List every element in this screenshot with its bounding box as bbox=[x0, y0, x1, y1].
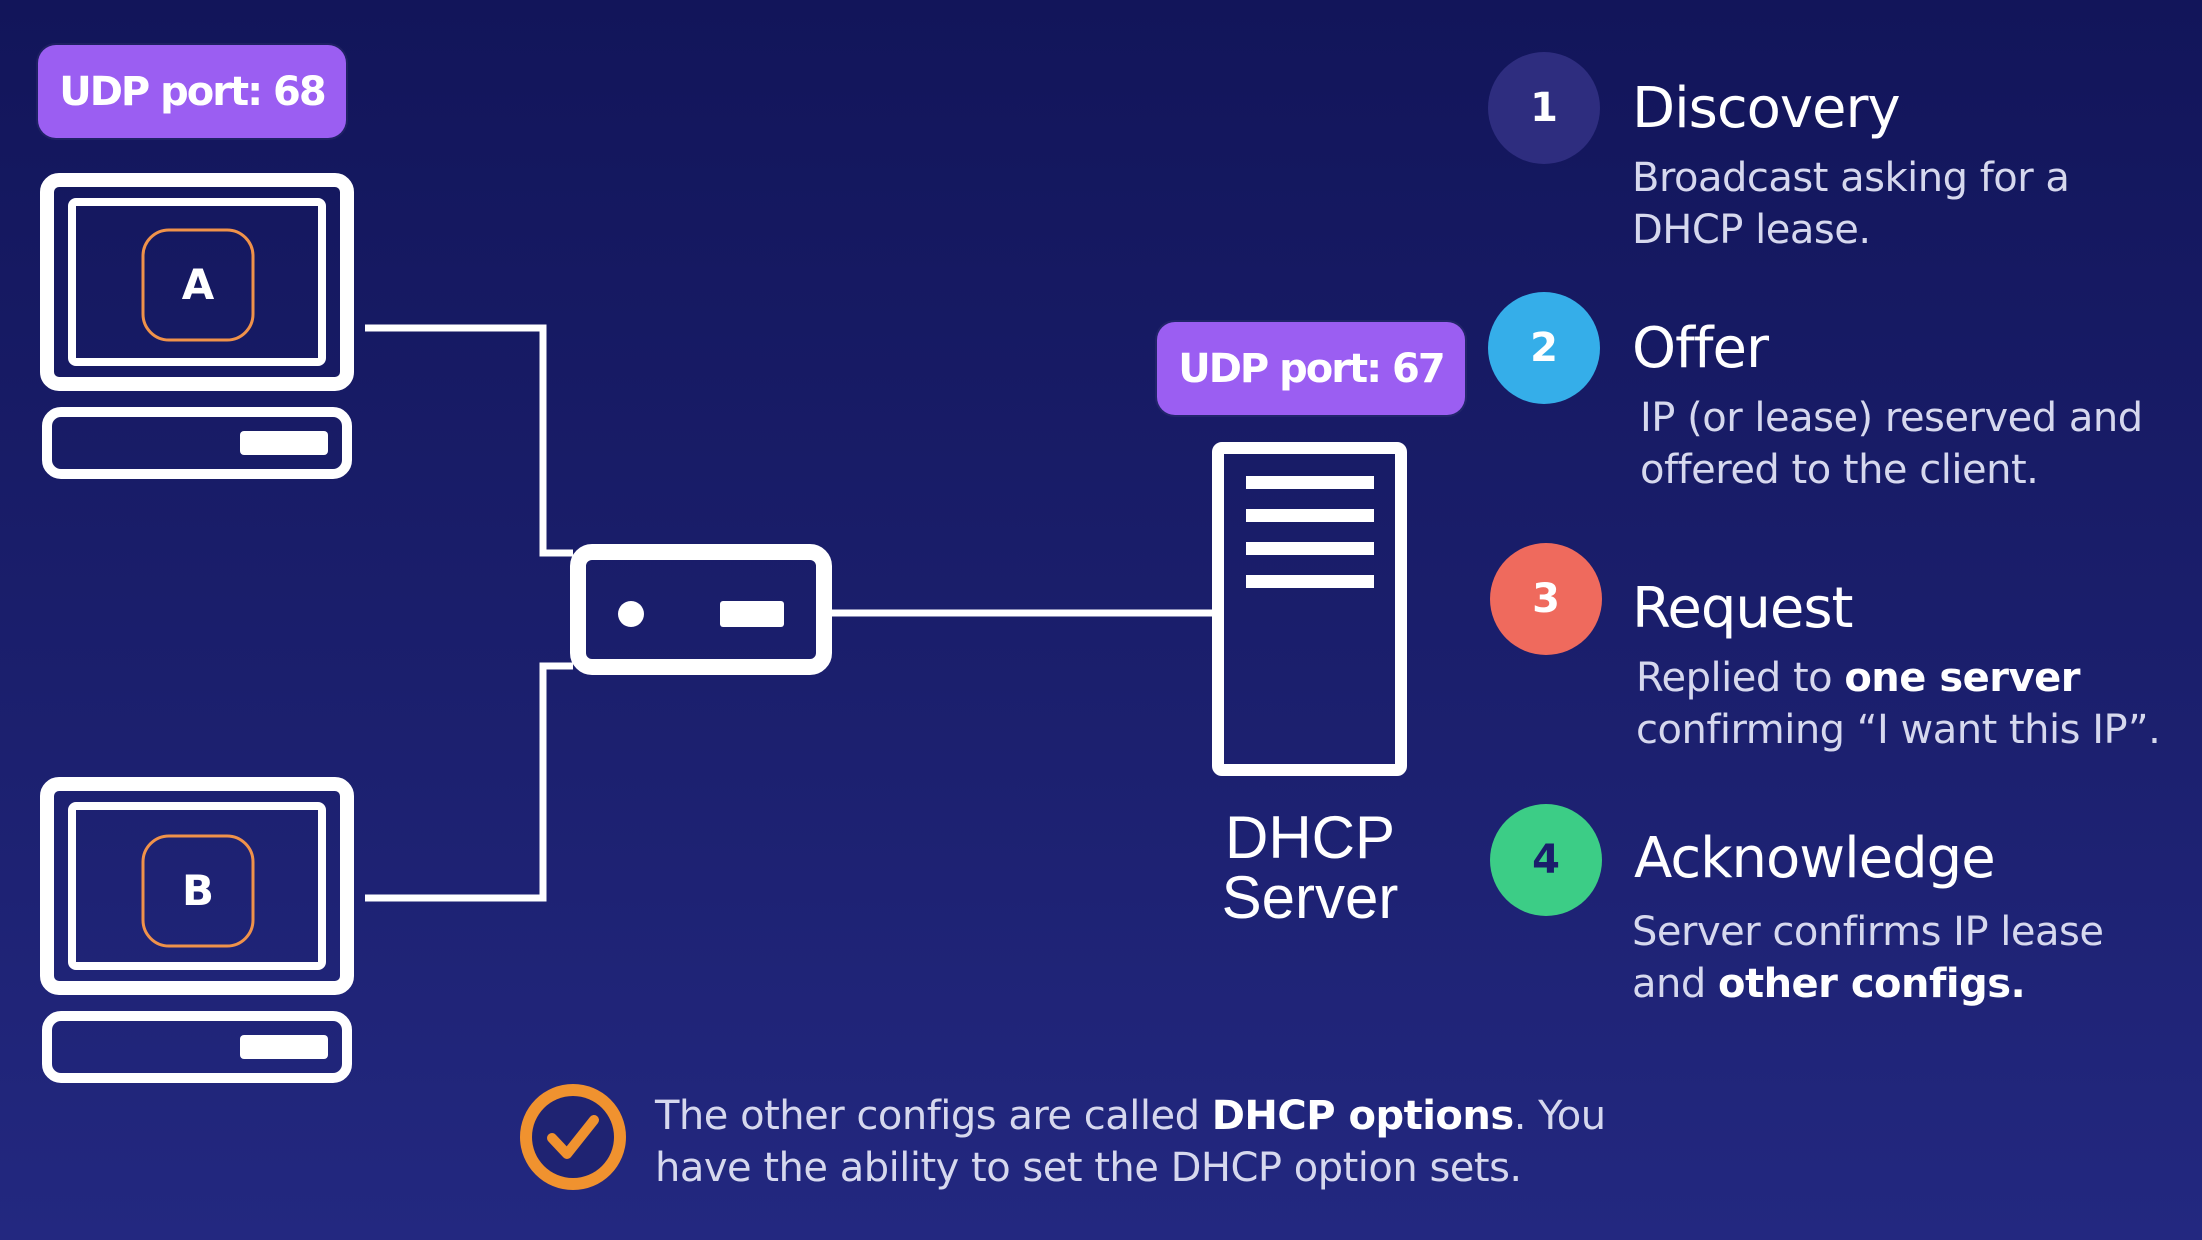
step-4-description: Server confirms IP lease and other confi… bbox=[1632, 906, 2192, 1010]
step-1-desc-line1: Broadcast asking for a bbox=[1632, 155, 2070, 201]
server-slot-2 bbox=[1246, 509, 1374, 522]
client-a-drive-slot bbox=[240, 431, 328, 455]
client-b-screen bbox=[68, 802, 326, 970]
client-a-monitor bbox=[40, 173, 354, 391]
dhcp-server-tower bbox=[1212, 442, 1407, 776]
step-4-desc-line2: and other configs. bbox=[1632, 958, 2192, 1010]
client-b-keyboard bbox=[42, 1011, 352, 1083]
server-slot-3 bbox=[1246, 542, 1374, 555]
wire-client-b bbox=[365, 662, 573, 902]
server-label-line2: Server bbox=[1221, 864, 1399, 931]
client-a-computer: A bbox=[40, 173, 354, 479]
network-switch bbox=[570, 544, 832, 675]
step-3-desc-line2: confirming “I want this IP”. bbox=[1636, 707, 2161, 753]
step-4-title: Acknowledge bbox=[1634, 826, 1996, 891]
client-b-monitor bbox=[40, 777, 354, 995]
dhcp-options-note: The other configs are called DHCP option… bbox=[655, 1090, 1655, 1194]
step-1-title: Discovery bbox=[1632, 76, 1901, 141]
step-4-desc-pre: and bbox=[1632, 961, 1718, 1007]
step-4-desc-bold: other configs. bbox=[1717, 961, 2026, 1007]
step-2-title: Offer bbox=[1632, 316, 1769, 381]
step-3-title: Request bbox=[1632, 576, 1853, 641]
note-bold: DHCP options bbox=[1211, 1093, 1515, 1139]
server-slot-1 bbox=[1246, 476, 1374, 489]
check-circle-icon bbox=[520, 1084, 626, 1190]
server-label-line1: DHCP bbox=[1224, 804, 1395, 871]
client-b-computer: B bbox=[40, 777, 354, 1083]
client-a-icon-frame bbox=[141, 228, 255, 342]
step-2-desc-line1: IP (or lease) reserved and bbox=[1640, 395, 2143, 441]
client-udp-port-badge: UDP port: 68 bbox=[38, 45, 346, 138]
switch-port bbox=[720, 601, 784, 627]
client-a-icon-label: A bbox=[182, 260, 215, 309]
server-udp-port-badge: UDP port: 67 bbox=[1157, 322, 1465, 415]
step-1-number-circle: 1 bbox=[1488, 52, 1600, 164]
note-line1: The other configs are called DHCP option… bbox=[655, 1090, 1655, 1142]
step-2-description: IP (or lease) reserved and offered to th… bbox=[1640, 392, 2200, 496]
step-4-desc-line1: Server confirms IP lease bbox=[1632, 909, 2104, 955]
note-post: . You bbox=[1513, 1093, 1606, 1139]
client-b-icon-label: B bbox=[182, 866, 214, 915]
switch-led bbox=[618, 601, 644, 627]
step-1-description: Broadcast asking for a DHCP lease. bbox=[1632, 152, 2192, 256]
client-a-keyboard bbox=[42, 407, 352, 479]
step-4-number-circle: 4 bbox=[1490, 804, 1602, 916]
client-a-screen bbox=[68, 198, 326, 366]
switch-body bbox=[570, 544, 832, 675]
client-b-drive-slot bbox=[240, 1035, 328, 1059]
server-slot-4 bbox=[1246, 575, 1374, 588]
step-3-desc-line1: Replied to one server bbox=[1636, 652, 2196, 704]
step-3-description: Replied to one server confirming “I want… bbox=[1636, 652, 2196, 756]
dhcp-server-label: DHCP Server bbox=[1180, 808, 1440, 928]
step-2-desc-line2: offered to the client. bbox=[1640, 447, 2039, 493]
step-3-desc-pre: Replied to bbox=[1636, 655, 1845, 701]
step-2-number-circle: 2 bbox=[1488, 292, 1600, 404]
note-pre: The other configs are called bbox=[655, 1093, 1212, 1139]
note-line2: have the ability to set the DHCP option … bbox=[655, 1145, 1522, 1191]
server-body bbox=[1212, 442, 1407, 776]
step-1-desc-line2: DHCP lease. bbox=[1632, 207, 1871, 253]
wire-client-a bbox=[365, 324, 573, 557]
client-b-icon-frame bbox=[141, 834, 255, 948]
step-3-desc-bold: one server bbox=[1844, 655, 2080, 701]
step-3-number-circle: 3 bbox=[1490, 543, 1602, 655]
